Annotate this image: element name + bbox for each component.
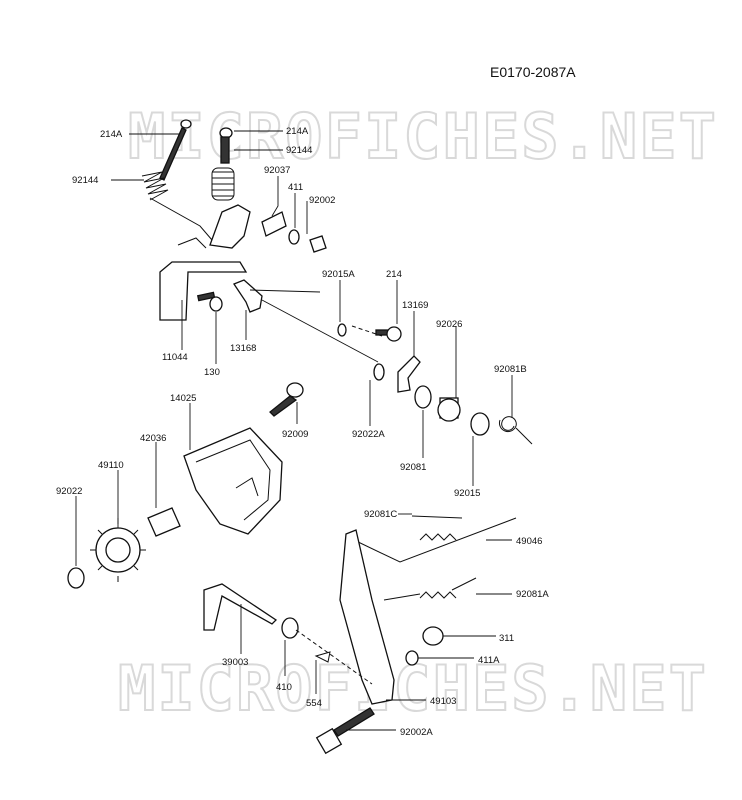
part-label-214A: 214A (286, 126, 309, 137)
bolt-130-drawing (196, 291, 223, 312)
washer-411-drawing (288, 229, 300, 245)
part-label-411: 411 (288, 182, 303, 193)
part-label-92081C: 92081C (364, 509, 397, 520)
part-label-42036: 42036 (140, 433, 166, 444)
bracket-13169-drawing (397, 355, 421, 393)
part-label-214: 214 (386, 269, 402, 280)
bolt-92002A-drawing (315, 707, 375, 755)
part-label-311: 311 (499, 633, 514, 644)
part-label-92037: 92037 (264, 165, 290, 176)
rod-49046-drawing (353, 517, 517, 563)
pin-92015A-drawing (337, 323, 347, 337)
part-label-14025: 14025 (170, 393, 196, 404)
cover-14025-drawing (183, 427, 283, 535)
lever-13168-drawing (233, 279, 263, 313)
part-label-411A: 411A (478, 655, 500, 666)
screw-92009-drawing (269, 382, 304, 417)
spring-92081C-drawing (411, 515, 463, 541)
clip-92037-drawing (261, 211, 287, 237)
part-label-554: 554 (306, 698, 322, 709)
part-label-39003: 39003 (222, 657, 248, 668)
washer-92081-drawing (414, 385, 432, 409)
part-label-92144: 92144 (286, 145, 312, 156)
part-label-92022: 92022 (56, 486, 82, 497)
bolt-214A-left-drawing (159, 119, 192, 181)
part-42036-drawing (147, 507, 181, 537)
part-label-92022A: 92022A (352, 429, 385, 440)
spring-92144-left-drawing (141, 171, 169, 201)
part-label-130: 130 (204, 367, 220, 378)
part-label-92009: 92009 (282, 429, 308, 440)
washer-92022-drawing (67, 567, 85, 589)
washer-410-drawing (281, 617, 299, 639)
part-label-49103: 49103 (430, 696, 456, 707)
upper-bracket-drawing (209, 204, 251, 249)
part-label-92026: 92026 (436, 319, 462, 330)
rod-39003-drawing (203, 583, 278, 631)
part-label-214A: 214A (100, 129, 123, 140)
nut-92015-drawing (470, 412, 490, 436)
spring-92081A-drawing (383, 577, 477, 601)
nut-311-drawing (422, 626, 444, 646)
part-label-92081: 92081 (400, 462, 426, 473)
spring-92144-right-drawing (212, 171, 234, 197)
part-label-92081A: 92081A (516, 589, 549, 600)
bolt-214A-right-drawing (219, 127, 233, 164)
part-label-92144: 92144 (72, 175, 98, 186)
part-label-92002A: 92002A (400, 727, 433, 738)
bolt-214-drawing (351, 325, 402, 342)
watermark-top: MICROFICHES.NET (128, 100, 718, 173)
washer-411A-drawing (405, 650, 419, 666)
gear-49110-drawing (90, 518, 146, 582)
document-id: E0170-2087A (490, 64, 576, 80)
part-label-410: 410 (276, 682, 292, 693)
part-label-92015: 92015 (454, 488, 480, 499)
part-label-92002: 92002 (309, 195, 335, 206)
part-label-13169: 13169 (402, 300, 428, 311)
part-label-92015A: 92015A (322, 269, 355, 280)
part-label-49110: 49110 (98, 460, 124, 471)
part-label-13168: 13168 (230, 343, 256, 354)
part-drawings (67, 119, 533, 755)
spring-92081B-drawing (498, 416, 533, 445)
pin-554-drawing (314, 651, 331, 663)
washer-92022A-drawing (373, 363, 385, 381)
part-label-11044: 11044 (162, 352, 188, 363)
bushing-92026-drawing (437, 397, 461, 422)
leader-lines (75, 130, 513, 731)
part-labels: 214A 214A 92144 92144 92037 411 92002 92… (56, 126, 549, 738)
part-label-92081B: 92081B (494, 364, 527, 375)
plate-11044-drawing (159, 261, 248, 321)
screw-92002-drawing (309, 235, 327, 253)
part-label-49046: 49046 (516, 536, 542, 547)
